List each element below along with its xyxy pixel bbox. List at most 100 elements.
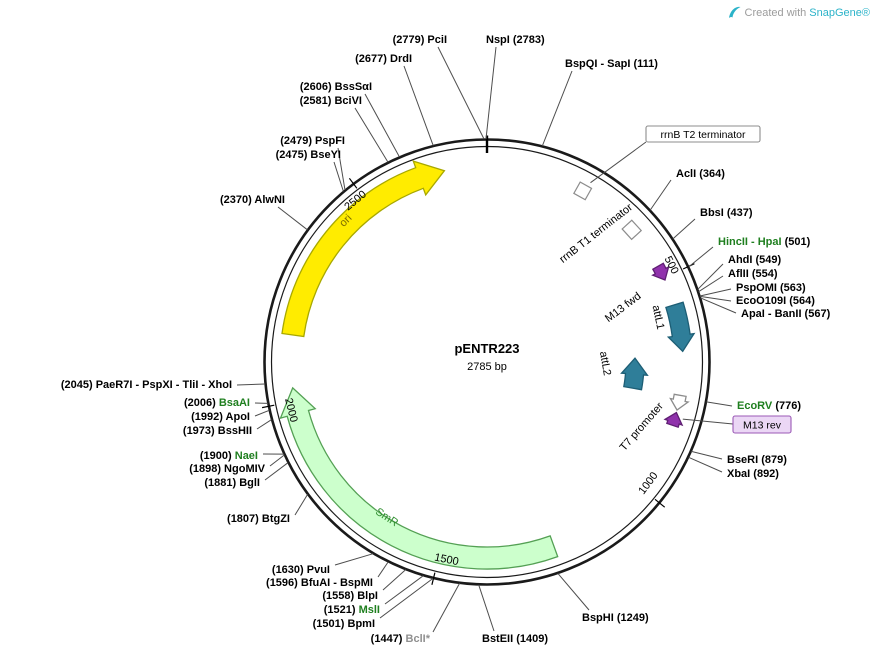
- site-label-1881-bgli[interactable]: (1881) BglI: [204, 477, 260, 489]
- callout-line: [364, 93, 400, 158]
- site-label-2475-bseyi[interactable]: (2475) BseYI: [276, 149, 341, 161]
- site-label-acli-364[interactable]: AclI (364): [676, 168, 725, 180]
- site-label-2779-pcii[interactable]: (2779) PciI: [393, 34, 447, 46]
- callout-lines: [236, 46, 737, 633]
- callout-line: [432, 583, 461, 633]
- site-label-1807-btgzi[interactable]: (1807) BtgZI: [227, 513, 290, 525]
- site-label-1501-bpmi[interactable]: (1501) BpmI: [313, 618, 375, 630]
- watermark-brand: SnapGene®: [809, 7, 870, 19]
- tick-2500: [348, 177, 358, 189]
- plasmid-name: pENTR223: [454, 341, 519, 356]
- site-label-nspi-2783[interactable]: NspI (2783): [486, 34, 545, 46]
- callout-line: [682, 418, 734, 425]
- rrnb-t2-terminator-label-box[interactable]: [645, 125, 761, 143]
- feature-label-attl1[interactable]: attL1: [650, 304, 667, 330]
- tick-2000: [261, 404, 275, 409]
- callout-line: [254, 409, 270, 417]
- callout-line: [691, 450, 723, 460]
- site-label-xbai-892[interactable]: XbaI (892): [727, 468, 779, 480]
- callout-line: [485, 46, 497, 140]
- site-label-pspomi-563[interactable]: PspOMI (563): [736, 282, 806, 294]
- callout-line: [294, 494, 309, 516]
- site-label-2045-paer7i-pspxi-tlii-xhoi[interactable]: (2045) PaeR7I - PspXI - TliI - XhoI: [61, 379, 232, 391]
- callout-line: [478, 584, 495, 632]
- site-label-ecoo109i-564[interactable]: EcoO109I (564): [736, 295, 815, 307]
- site-label-2479-pspfi[interactable]: (2479) PspFI: [280, 135, 345, 147]
- site-label-bseri-879[interactable]: BseRI (879): [727, 454, 787, 466]
- feature-m13-fwd[interactable]: [651, 262, 670, 281]
- callout-line: [700, 295, 732, 302]
- m13-rev-label[interactable]: M13 rev: [743, 419, 782, 431]
- site-label-1447-bcli[interactable]: (1447) BclI*: [371, 633, 431, 645]
- callout-line: [269, 454, 285, 467]
- feature-rrnb-t2-terminator[interactable]: [573, 181, 593, 201]
- feature-label-rrnb-t1-terminator[interactable]: rrnB T1 terminator: [557, 201, 635, 265]
- callout-line: [437, 46, 485, 140]
- site-label-hincii-hpai-501[interactable]: HincII - HpaI (501): [718, 236, 811, 248]
- feature-m13-rev[interactable]: [663, 411, 684, 429]
- feature-label-m13-fwd[interactable]: M13 fwd: [603, 290, 643, 325]
- site-label-1596-bfuai-bspmi[interactable]: (1596) BfuAI - BspMI: [266, 577, 373, 589]
- site-label-bbsi-437[interactable]: BbsI (437): [700, 207, 753, 219]
- callout-line: [688, 246, 714, 268]
- feature-rrnb-t1-terminator[interactable]: [621, 219, 643, 241]
- site-label-1973-bsshii[interactable]: (1973) BssHII: [183, 425, 252, 437]
- site-label-2006-bsaai[interactable]: (2006) BsaAI: [184, 397, 250, 409]
- site-label-1898-ngomiv[interactable]: (1898) NgoMIV: [189, 463, 265, 475]
- callout-line: [688, 456, 723, 473]
- site-label-2606-bsss-i[interactable]: (2606) BssSαI: [300, 81, 372, 93]
- callout-line: [379, 577, 434, 619]
- site-label-ahdi-549[interactable]: AhdI (549): [728, 254, 782, 266]
- snapgene-logo-icon: [728, 6, 741, 18]
- callout-line: [236, 383, 266, 386]
- restriction-site-labels: (2779) PciI NspI (2783) BspQI - SapI (111)…: [61, 34, 831, 645]
- tick-label-1500: 1500: [433, 552, 459, 569]
- site-label-1521-msli[interactable]: (1521) MslI: [324, 604, 380, 616]
- site-label-bspqi-sapi-111[interactable]: BspQI - SapI (111): [565, 58, 658, 70]
- tick-label-2000: 2000: [282, 397, 299, 424]
- m13-rev-label-box[interactable]: [732, 415, 792, 434]
- callout-line: [697, 263, 724, 290]
- callout-line: [334, 553, 374, 566]
- site-label-1558-blpi[interactable]: (1558) BlpI: [322, 590, 378, 602]
- callout-line: [337, 147, 346, 191]
- site-label-2581-bcivi[interactable]: (2581) BciVI: [300, 95, 362, 107]
- tick-1500: [431, 572, 436, 585]
- site-label-1992-apoi[interactable]: (1992) ApoI: [191, 411, 250, 423]
- site-label-2677-drdi[interactable]: (2677) DrdI: [355, 53, 412, 65]
- feature-t7-promoter[interactable]: [669, 393, 690, 411]
- feature-glyphs: [279, 160, 696, 570]
- callout-line: [700, 297, 737, 314]
- callout-line: [382, 569, 407, 591]
- callout-line: [541, 70, 573, 147]
- site-label-2370-alwni[interactable]: (2370) AlwNI: [220, 194, 285, 206]
- callout-line: [277, 206, 308, 231]
- feature-label-attl2[interactable]: attL2: [597, 350, 613, 376]
- rrnb-t2-terminator-label[interactable]: rrnB T2 terminator: [661, 129, 747, 141]
- callout-line: [264, 462, 289, 481]
- feature-label-t7-promoter[interactable]: T7 promoter: [618, 400, 667, 453]
- watermark-text: Created with: [744, 7, 807, 19]
- site-label-bsteii-1409[interactable]: BstEII (1409): [482, 633, 548, 645]
- site-label-1900-naei[interactable]: (1900) NaeI: [200, 450, 258, 462]
- feature-attl1[interactable]: [665, 301, 696, 353]
- callout-line: [698, 275, 724, 293]
- callout-line: [403, 65, 434, 146]
- callout-line: [590, 141, 647, 184]
- feature-attl2[interactable]: [620, 357, 649, 391]
- callout-line: [333, 161, 344, 192]
- tick-label-1000: 1000: [636, 470, 660, 497]
- feature-ori[interactable]: [281, 160, 446, 338]
- callout-line: [557, 573, 590, 611]
- site-label-1630-pvui[interactable]: (1630) PvuI: [272, 564, 330, 576]
- callout-line: [384, 575, 424, 605]
- watermark: Created with SnapGene®: [727, 5, 870, 21]
- feature-smr[interactable]: [279, 386, 559, 570]
- site-label-apai-banii-567[interactable]: ApaI - BanII (567): [741, 308, 831, 320]
- site-label-ecorv-776[interactable]: EcoRV (776): [737, 400, 801, 412]
- site-label-aflii-554[interactable]: AflII (554): [728, 268, 778, 280]
- site-label-bsphi-1249[interactable]: BspHI (1249): [582, 612, 649, 624]
